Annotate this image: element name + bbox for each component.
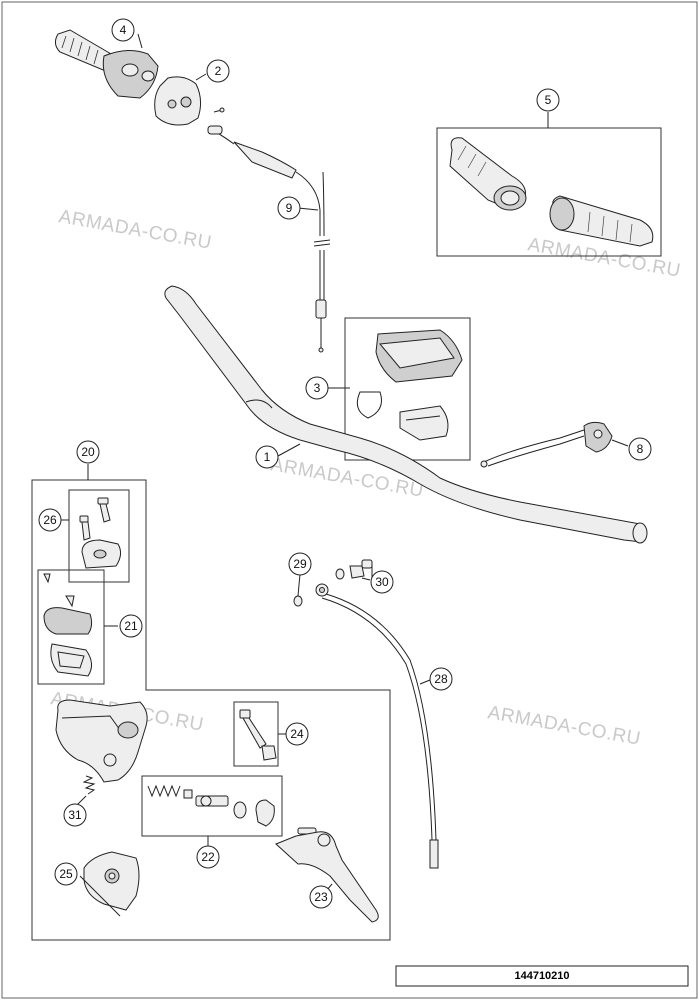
master-cylinder-group-box (31, 479, 391, 941)
callout-9-label: 9 (286, 201, 293, 215)
reservoir-cover-part (43, 573, 93, 677)
watermark-2: ARMADA-CO.RU (526, 234, 682, 282)
callout-29-leader (297, 573, 301, 597)
callout-2-leader (195, 73, 207, 81)
callout-30-leader (361, 577, 371, 581)
bar-pad-part (356, 329, 463, 441)
callout-23: 23 (309, 885, 333, 909)
callout-5-label: 5 (545, 93, 552, 107)
callout-2: 2 (206, 59, 230, 83)
callout-24: 24 (285, 722, 309, 746)
reservoir-cover-group-box (37, 569, 105, 685)
lever-cover-part (83, 851, 140, 911)
callout-1-label: 1 (264, 450, 271, 464)
callout-29: 29 (288, 552, 312, 576)
banjo-fitting-part (293, 559, 373, 607)
callout-4-label: 4 (120, 23, 127, 37)
callout-20: 20 (76, 440, 100, 464)
grips-group-box (436, 127, 662, 257)
handlebar-part (164, 285, 648, 544)
callout-9-leader (297, 207, 319, 211)
watermark-5: ARMADA-CO.RU (486, 702, 642, 750)
callout-5: 5 (536, 88, 560, 112)
callout-3: 3 (305, 376, 329, 400)
brake-lever-part (275, 827, 379, 923)
piston-kit-part (147, 784, 275, 827)
callout-9: 9 (277, 196, 301, 220)
throttle-grip-part (54, 29, 159, 99)
brake-hose-part (315, 583, 439, 869)
callout-28-leader (419, 679, 431, 685)
callout-30: 30 (370, 570, 394, 594)
callout-26: 26 (38, 508, 62, 532)
callout-4: 4 (111, 18, 135, 42)
diagram-code-box: 144710210 (395, 965, 689, 987)
callout-21: 21 (119, 614, 143, 638)
throttle-cable-part (207, 125, 331, 353)
callout-22-label: 22 (201, 850, 215, 864)
callout-1-leader (277, 443, 301, 457)
switch-part (480, 421, 629, 468)
cable-screw-head (219, 107, 225, 113)
piston-kit-group-box (141, 775, 283, 837)
callout-2-label: 2 (215, 64, 222, 78)
callout-1: 1 (255, 445, 279, 469)
callout-28: 28 (429, 667, 453, 691)
master-cylinder-part (55, 699, 148, 783)
watermark-group: ARMADA-CO.RU ARMADA-CO.RU ARMADA-CO.RU A… (49, 206, 682, 750)
callout-22: 22 (196, 845, 220, 869)
callout-31: 31 (63, 803, 87, 827)
callout-20-label: 20 (81, 445, 95, 459)
spring-31-part (82, 775, 96, 795)
grip-set-part (449, 137, 654, 247)
callout-28-label: 28 (434, 672, 448, 686)
callout-25: 25 (54, 862, 78, 886)
callout-3-label: 3 (314, 381, 321, 395)
callout-23-label: 23 (314, 890, 328, 904)
diagram-code: 144710210 (514, 970, 569, 982)
callout-25-leader (79, 875, 121, 917)
callout-29-label: 29 (293, 557, 307, 571)
clamp-group-box (68, 489, 130, 583)
callout-4-leader (137, 33, 143, 49)
callout-30-label: 30 (375, 575, 389, 589)
callout-21-label: 21 (124, 619, 138, 633)
bolt-nut-part (239, 709, 277, 761)
callout-26-label: 26 (43, 513, 57, 527)
callout-24-label: 24 (290, 727, 304, 741)
callout-8: 8 (628, 437, 652, 461)
callout-8-label: 8 (637, 442, 644, 456)
callout-25-label: 25 (59, 867, 73, 881)
clamp-part (79, 497, 122, 569)
watermark-1: ARMADA-CO.RU (57, 206, 213, 254)
throttle-cover-part (154, 76, 202, 126)
callout-31-label: 31 (68, 808, 82, 822)
